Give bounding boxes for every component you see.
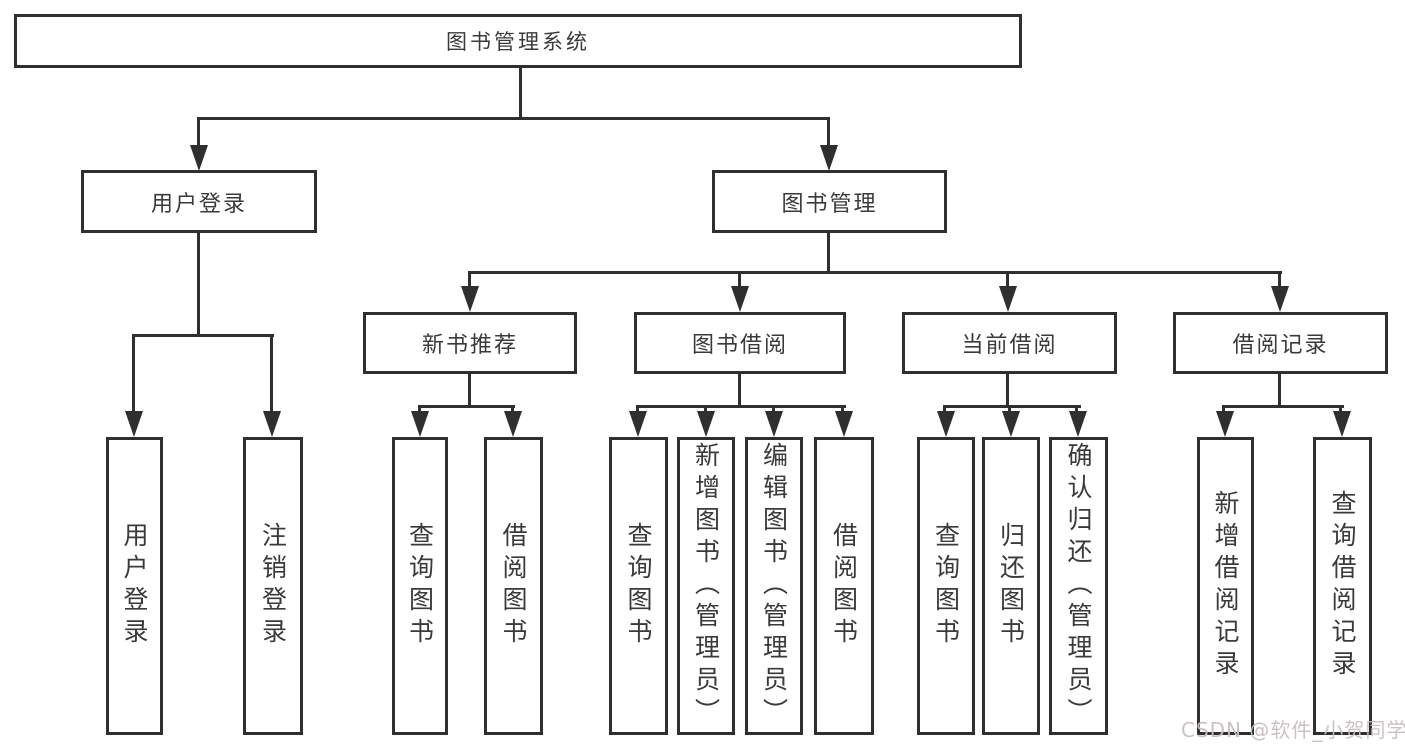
node-label: 用户登录 xyxy=(120,522,149,650)
connector-vline xyxy=(841,405,844,414)
leaf-add-borrow-record: 新增借阅记录 xyxy=(1197,437,1254,735)
node-label: 注销登录 xyxy=(258,522,288,650)
arrowhead-down-icon xyxy=(504,411,522,437)
connector-vline xyxy=(418,405,421,414)
connector-vline xyxy=(132,334,135,414)
leaf-confirm-return-admin: 确认归还（管理员） xyxy=(1049,437,1108,735)
connector-vline xyxy=(1008,405,1011,414)
arrowhead-down-icon xyxy=(125,411,143,437)
node-new-book-recommendation: 新书推荐 xyxy=(363,312,577,374)
node-root: 图书管理系统 xyxy=(14,14,1022,68)
arrowhead-down-icon xyxy=(1216,411,1234,437)
arrowhead-down-icon xyxy=(937,411,955,437)
arrowhead-down-icon xyxy=(190,145,208,171)
node-label: 新增图书（管理员） xyxy=(691,442,721,730)
connector-vline xyxy=(1339,405,1342,414)
arrowhead-down-icon xyxy=(731,286,749,312)
arrowhead-down-icon xyxy=(1333,411,1351,437)
node-label: 当前借阅 xyxy=(961,333,1058,358)
node-label: 查询图书 xyxy=(931,522,961,650)
arrowhead-down-icon xyxy=(999,286,1017,312)
node-current-borrowing: 当前借阅 xyxy=(902,312,1117,374)
connector-hline xyxy=(132,334,274,337)
node-label: 确认归还（管理员） xyxy=(1064,442,1093,730)
node-label: 查询借阅记录 xyxy=(1328,490,1357,682)
leaf-user-login: 用户登录 xyxy=(106,437,163,735)
connector-hline xyxy=(418,405,515,408)
leaf-query-books-borrowing: 查询图书 xyxy=(609,437,668,735)
leaf-return-books: 归还图书 xyxy=(982,437,1040,735)
connector-hline xyxy=(197,117,830,120)
node-label: 图书管理 xyxy=(781,191,878,217)
node-label: 新增借阅记录 xyxy=(1211,490,1240,682)
arrowhead-down-icon xyxy=(263,411,281,437)
leaf-query-books-recommend: 查询图书 xyxy=(392,437,448,735)
connector-vline xyxy=(827,117,830,151)
connector-vline xyxy=(197,230,200,337)
node-label: 查询图书 xyxy=(405,522,435,650)
connector-vline xyxy=(636,405,639,414)
node-label: 归还图书 xyxy=(996,522,1026,650)
leaf-query-borrow-record: 查询借阅记录 xyxy=(1313,437,1372,735)
node-label: 借阅图书 xyxy=(499,522,528,650)
connector-vline xyxy=(1278,371,1281,408)
arrowhead-down-icon xyxy=(629,411,647,437)
node-label: 用户登录 xyxy=(150,191,247,217)
arrowhead-down-icon xyxy=(765,411,783,437)
connector-vline xyxy=(1075,405,1078,414)
connector-vline xyxy=(519,66,522,119)
node-label: 查询图书 xyxy=(624,522,653,650)
leaf-add-books-admin: 新增图书（管理员） xyxy=(677,437,735,735)
leaf-edit-books-admin: 编辑图书（管理员） xyxy=(745,437,803,735)
connector-vline xyxy=(468,371,471,408)
node-borrowing-records: 借阅记录 xyxy=(1173,312,1388,374)
connector-vline xyxy=(1278,271,1281,289)
leaf-borrow-books-borrowing: 借阅图书 xyxy=(814,437,874,735)
connector-vline xyxy=(1222,405,1225,414)
node-book-borrowing: 图书借阅 xyxy=(634,312,846,374)
arrowhead-down-icon xyxy=(697,411,715,437)
node-label: 借阅图书 xyxy=(829,522,859,650)
node-book-management: 图书管理 xyxy=(712,170,947,233)
arrowhead-down-icon xyxy=(820,145,838,171)
connector-vline xyxy=(772,405,775,414)
connector-hline xyxy=(1222,405,1344,408)
connector-hline xyxy=(468,271,1282,274)
connector-hline xyxy=(943,405,1081,408)
leaf-logout-login: 注销登录 xyxy=(243,437,303,735)
node-label: 图书管理系统 xyxy=(446,30,590,54)
connector-vline xyxy=(738,271,741,289)
watermark: CSDN @软件_小贺同学 xyxy=(1181,718,1405,742)
arrowhead-down-icon xyxy=(1271,286,1289,312)
arrowhead-down-icon xyxy=(461,286,479,312)
connector-vline xyxy=(197,117,200,151)
connector-vline xyxy=(1006,371,1009,408)
connector-vline xyxy=(738,371,741,408)
connector-vline xyxy=(270,334,273,414)
arrowhead-down-icon xyxy=(411,411,429,437)
connector-hline xyxy=(636,405,846,408)
node-user-login: 用户登录 xyxy=(81,170,317,233)
connector-vline xyxy=(704,405,707,414)
arrowhead-down-icon xyxy=(835,411,853,437)
connector-vline xyxy=(943,405,946,414)
arrowhead-down-icon xyxy=(1069,411,1087,437)
leaf-borrow-books-recommend: 借阅图书 xyxy=(484,437,543,735)
node-label: 编辑图书（管理员） xyxy=(759,442,789,730)
arrowhead-down-icon xyxy=(1002,411,1020,437)
node-label: 新书推荐 xyxy=(421,333,518,358)
connector-vline xyxy=(511,405,514,414)
connector-vline xyxy=(468,271,471,289)
connector-vline xyxy=(827,230,830,274)
connector-vline xyxy=(1006,271,1009,289)
node-label: 图书借阅 xyxy=(691,333,788,358)
leaf-query-books-current: 查询图书 xyxy=(917,437,975,735)
node-label: 借阅记录 xyxy=(1232,333,1329,358)
